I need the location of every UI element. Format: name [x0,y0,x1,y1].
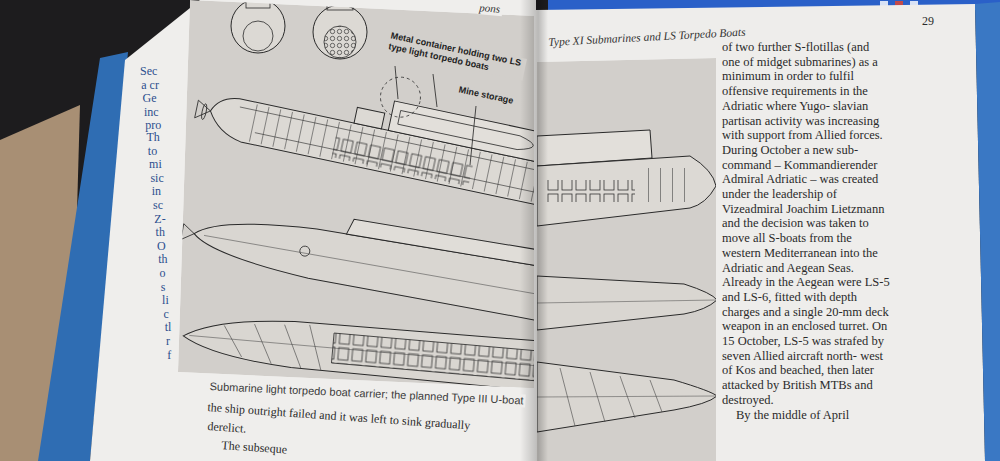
text-fragment: to [148,144,157,158]
text-fragment: Sec [140,64,157,78]
text-fragment: sc [153,198,163,212]
text-fragment: th [156,225,165,239]
text-fragment: s [161,280,166,294]
text-fragment: tl [165,320,172,334]
body-text: By the middle of April [736,408,849,423]
text-fragment: o [160,266,166,280]
text-fragment: c [163,307,168,321]
container-section [246,0,270,8]
hull-outline [537,362,717,432]
text-fragment: li [162,293,169,307]
mine-section [324,26,356,58]
hatching [560,368,662,426]
text-fragment: in [152,184,161,198]
right-page [536,4,985,461]
rudder [181,224,196,242]
text-fragment: Th [147,130,160,144]
leader-line [433,74,437,107]
propeller [201,103,208,119]
text-fragment: Z- [154,212,165,226]
centre-line [537,396,716,397]
plan-view [181,310,544,391]
text-fragment: mi [149,157,162,171]
drawing-panel [537,58,716,461]
dashed-outline [377,73,424,120]
rudder [195,100,212,121]
waterline [204,235,549,296]
text-fragment: r [166,334,170,348]
text-fragment: f [167,348,171,362]
waterline [537,300,716,303]
text-fragment: Ge [143,91,157,105]
page-number: 29 [922,14,934,28]
leader-line [395,66,398,99]
centre-line [189,335,542,366]
right-drawing [537,58,717,461]
text-fragment: O [157,239,166,253]
running-head: pons [477,1,503,16]
mine-racks [545,180,635,202]
leader-line [470,106,476,165]
hull-section [313,5,367,59]
text-fragment: a cr [141,78,159,92]
frame-lines [640,168,690,202]
torpedo-boat [398,110,535,152]
hull-outline [537,276,717,330]
hull-outline [537,156,716,226]
text-fragment: inc [144,105,159,119]
body-text: derelict. [207,419,247,436]
body-text: of two further S-flotillas (and one of m… [722,40,890,408]
text-fragment: sic [150,171,163,185]
hull-section [243,21,273,51]
container-section [327,0,353,10]
hull-outline [181,310,544,391]
text-fragment: th [158,252,167,266]
side-view [178,188,557,322]
hatching [221,317,324,370]
book-cover [975,2,1000,461]
hatch [299,245,311,257]
conning-tower [354,107,385,128]
